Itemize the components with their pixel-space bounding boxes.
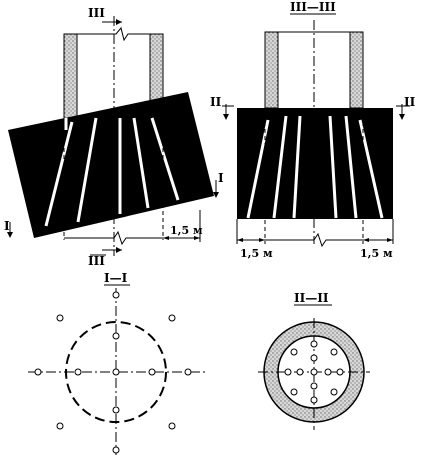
pile-head bbox=[310, 396, 318, 404]
pile-head bbox=[112, 446, 120, 454]
section-II-left-label: II bbox=[210, 95, 222, 109]
right-pile bbox=[328, 115, 338, 219]
pile-head bbox=[74, 368, 82, 376]
pile-head bbox=[284, 368, 292, 376]
plan-section-II-II: II—II bbox=[258, 291, 370, 430]
left-pile bbox=[44, 121, 74, 227]
pile-head bbox=[168, 422, 176, 430]
section-I-right-label: I bbox=[218, 171, 224, 185]
left-inclined-block bbox=[8, 92, 214, 238]
left-pile bbox=[132, 117, 150, 209]
left-pile bbox=[150, 117, 180, 201]
section-III-top-label: III bbox=[88, 6, 105, 20]
pile-head bbox=[112, 332, 120, 340]
pile-head bbox=[56, 422, 64, 430]
pile-head bbox=[168, 314, 176, 322]
pile-head bbox=[112, 291, 120, 299]
section-III-bottom-label: III bbox=[88, 254, 105, 268]
pile-head bbox=[34, 368, 42, 376]
left-dimension-label: 1,5 м bbox=[170, 224, 203, 237]
pile-head bbox=[148, 368, 156, 376]
pile-head bbox=[112, 406, 120, 414]
section-I-left-label: I bbox=[4, 219, 10, 233]
pile-head bbox=[310, 354, 318, 362]
plan-I-outline-circle bbox=[65, 321, 167, 423]
right-pile bbox=[344, 115, 358, 219]
pile-head bbox=[310, 368, 318, 376]
right-dimension-label-right: 1,5 м bbox=[360, 247, 393, 260]
section-II-right-label: II bbox=[404, 95, 416, 109]
right-pile bbox=[358, 119, 384, 219]
pile-head bbox=[56, 314, 64, 322]
pile-head bbox=[184, 368, 192, 376]
right-foundation-block bbox=[237, 108, 393, 219]
right-section-view: III—III 1,5 м 1,5 м II bbox=[210, 0, 416, 260]
pile-head bbox=[330, 348, 338, 356]
pile-head bbox=[112, 368, 120, 376]
left-break-line bbox=[77, 26, 150, 42]
section-II-II-title: II—II bbox=[294, 291, 329, 305]
right-column-wall-right bbox=[349, 31, 364, 109]
pile-head bbox=[310, 340, 318, 348]
pile-head bbox=[290, 348, 298, 356]
pile-head bbox=[310, 382, 318, 390]
left-elevation-view: 1,5 м III III I I bbox=[4, 6, 224, 268]
right-bottom-dimension bbox=[237, 232, 393, 248]
right-pile bbox=[272, 115, 288, 219]
right-dimension-label-left: 1,5 м bbox=[240, 247, 273, 260]
pile-head bbox=[330, 388, 338, 396]
section-I-I-title: I—I bbox=[104, 271, 128, 285]
right-pile bbox=[292, 115, 302, 219]
plan-section-I-I: I—I bbox=[28, 271, 206, 455]
left-column-wall-left bbox=[63, 33, 78, 121]
section-III-III-title: III—III bbox=[290, 0, 336, 14]
pile-head bbox=[290, 388, 298, 396]
pile-head bbox=[324, 368, 332, 376]
pile-head bbox=[336, 368, 344, 376]
left-bottom-dimension bbox=[64, 230, 200, 246]
left-pile bbox=[76, 117, 98, 223]
pile-head bbox=[296, 368, 304, 376]
right-column-wall-left bbox=[264, 31, 279, 109]
